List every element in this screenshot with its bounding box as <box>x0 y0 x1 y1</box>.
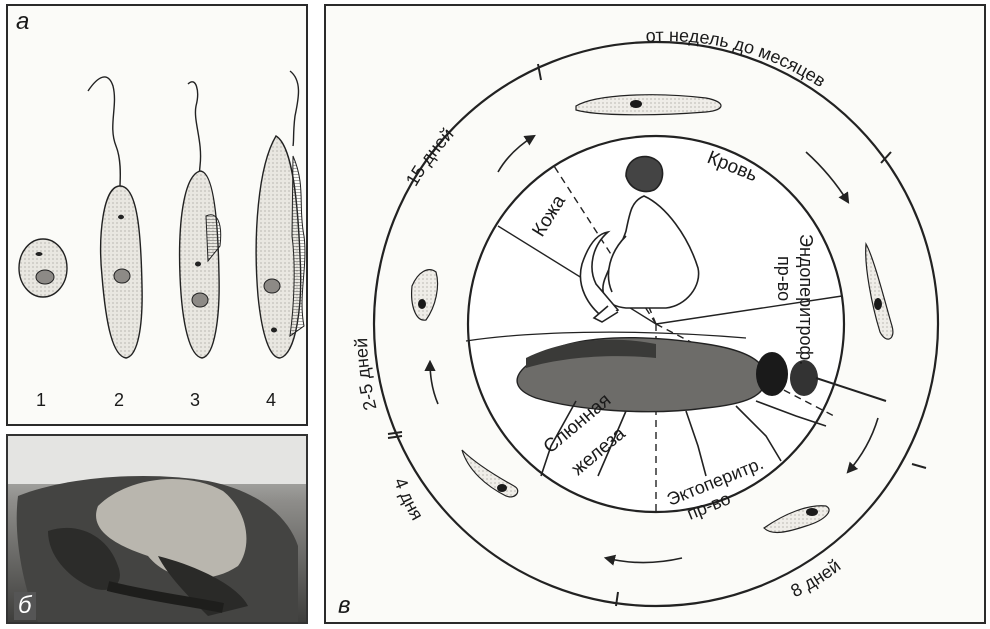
stage-2-promastigote <box>88 77 142 358</box>
panel-a: а <box>6 4 308 426</box>
stage-2-number: 2 <box>114 390 124 410</box>
stage-4-trypomastigote <box>256 71 305 358</box>
duration-8-days: 8 дней <box>787 555 844 601</box>
stage-1-amastigote <box>19 239 67 297</box>
sector-endoperitrophic-2: пр-во <box>774 256 794 301</box>
duration-weeks-to-months: от недель до месяцев <box>645 25 829 91</box>
duration-15-days: 15 дней <box>402 124 458 189</box>
stage-3-epimastigote <box>180 82 221 358</box>
stage-3-number: 3 <box>190 390 200 410</box>
panel-c: 15 дней от недель до месяцев 2-5 дней 4 … <box>324 4 986 624</box>
stage-4-number: 4 <box>266 390 276 410</box>
sector-endoperitrophic-1: Эндоперитроф. <box>796 234 816 365</box>
panel-c-label: в <box>338 592 351 620</box>
sleeping-patient-photo <box>8 436 306 622</box>
life-cycle-diagram: 15 дней от недель до месяцев 2-5 дней 4 … <box>326 6 984 622</box>
stage-1-number: 1 <box>36 390 46 410</box>
trypanosome-stages-illustration: 1 2 3 4 <box>8 6 306 424</box>
panel-b-photo: б <box>6 434 308 624</box>
panel-b-label: б <box>14 592 36 620</box>
